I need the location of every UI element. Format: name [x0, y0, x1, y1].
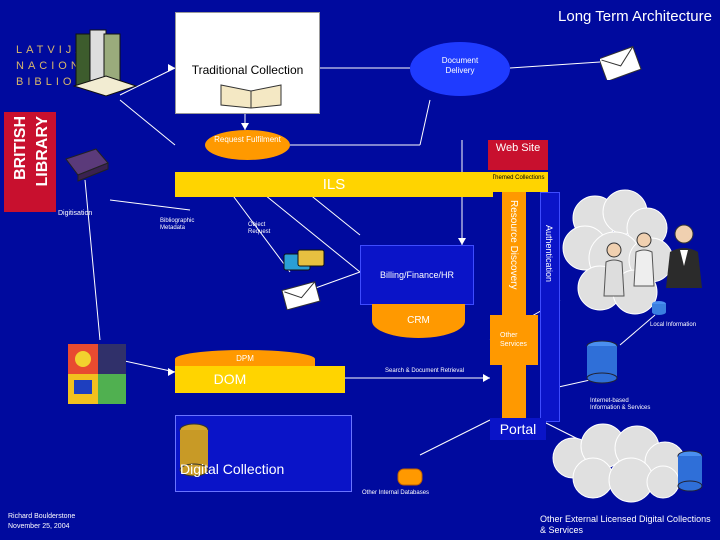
- multimedia-images-icon: [68, 344, 126, 404]
- bibliographic-metadata-label: Bibliographic Metadata: [160, 218, 195, 231]
- request-fulfilment-box: Request Fulfilment: [205, 130, 290, 160]
- bl-line-2: LIBRARY: [34, 116, 51, 187]
- scanner-icon: [65, 148, 109, 182]
- web-site-label: Web Site: [495, 142, 541, 154]
- request-fulfilment-label: Request Fulfilment: [214, 135, 281, 144]
- envelope-icon: [600, 46, 642, 80]
- portal-box: Portal: [490, 418, 546, 440]
- themed-collections-label: Themed Collections: [491, 175, 545, 181]
- other-services-label: Other Services: [500, 332, 527, 348]
- billing-finance-hr-box: Billing/Finance/HR: [360, 245, 474, 305]
- crm-box: CRM: [372, 304, 465, 338]
- mail-icon: [281, 281, 321, 310]
- connector-db-portal: [419, 419, 491, 456]
- dpm-box: DPM: [175, 350, 315, 368]
- connector-digi-meta: [109, 199, 191, 211]
- themed-collections-box: Themed Collections: [488, 172, 548, 192]
- person-icon: [666, 224, 702, 288]
- ils-box: ILS: [175, 172, 493, 197]
- connector-person-local: [619, 314, 656, 346]
- internet-info-label: Internet-based Information & Services: [590, 398, 651, 411]
- document-delivery-label: Document Delivery: [441, 56, 479, 75]
- search-retrieval-label: Search & Document Retrieval: [385, 368, 465, 374]
- connector-delivery-mail: [509, 61, 601, 69]
- authentication-label: Authentication: [544, 225, 554, 283]
- connector-digitisation-dom: [119, 359, 176, 373]
- database-cylinder-icon: [179, 423, 209, 477]
- arrowhead: [483, 374, 490, 382]
- internal-db-icon: [397, 468, 423, 486]
- resource-discovery-label: Resource Discovery: [508, 200, 519, 290]
- object-request-label: Object Request: [248, 222, 271, 235]
- crm-label: CRM: [407, 315, 430, 326]
- local-information-label: Local Information: [650, 322, 697, 328]
- connector-scanner-image: [84, 179, 101, 341]
- connector-ils-billing: [264, 194, 361, 273]
- resource-discovery-bar: Resource Discovery: [502, 192, 526, 420]
- connector-portal-cloud: [539, 419, 581, 441]
- arrowhead: [241, 123, 249, 130]
- other-internal-db-label: Other Internal Databases: [362, 490, 430, 496]
- bl-red-band: [4, 112, 56, 212]
- traditional-collection-label: Traditional Collection: [191, 63, 304, 77]
- arrowhead: [168, 64, 175, 72]
- connector-billing-mail: [309, 271, 361, 291]
- author-label: Richard Boulderstone: [8, 513, 76, 520]
- small-db-icon: [652, 301, 666, 315]
- british-library-logo: BRITISH LIBRARY: [4, 112, 56, 212]
- open-book-icon: [220, 84, 282, 109]
- other-external-label: Other External Licensed Digital Collecti…: [540, 514, 711, 535]
- connector-request-delivery2: [419, 99, 431, 146]
- external-database-icon: [677, 450, 703, 492]
- person-icon: [633, 232, 655, 287]
- dpm-label: DPM: [236, 354, 254, 363]
- person-icon: [603, 242, 625, 297]
- digital-collection-label: Digital Collection: [180, 461, 285, 477]
- local-database-icon: [586, 340, 618, 384]
- bl-line-1: BRITISH: [12, 116, 29, 180]
- ils-label: ILS: [322, 176, 346, 193]
- logo-line-1: LATVIJAS: [16, 44, 98, 56]
- web-site-box: Web Site: [488, 140, 548, 170]
- dom-label: DOM: [213, 371, 247, 387]
- authentication-bar: Authentication: [540, 192, 560, 422]
- billing-finance-hr-label: Billing/Finance/HR: [379, 270, 455, 280]
- portal-label: Portal: [499, 421, 537, 437]
- arrowhead: [458, 238, 466, 245]
- dom-box: DOM: [175, 366, 345, 393]
- traditional-collection-panel: Traditional Collection: [175, 12, 320, 114]
- connector-logo-traditional: [119, 67, 176, 96]
- cloud-icon: [552, 423, 686, 503]
- digital-collection-panel: Digital Collection: [175, 415, 352, 492]
- connector-logo-ils: [119, 99, 176, 146]
- other-services-box: Other Services: [490, 315, 538, 365]
- date-label: November 25, 2004: [8, 523, 70, 530]
- connector-ils-cards: [224, 184, 291, 273]
- credit-cards-icon: [283, 249, 325, 271]
- page-title: Long Term Architecture: [558, 8, 712, 25]
- digitisation-label: Digitisation: [58, 210, 93, 217]
- books-icon: [72, 29, 138, 97]
- arrowhead: [168, 368, 175, 376]
- document-delivery-oval: [410, 42, 510, 96]
